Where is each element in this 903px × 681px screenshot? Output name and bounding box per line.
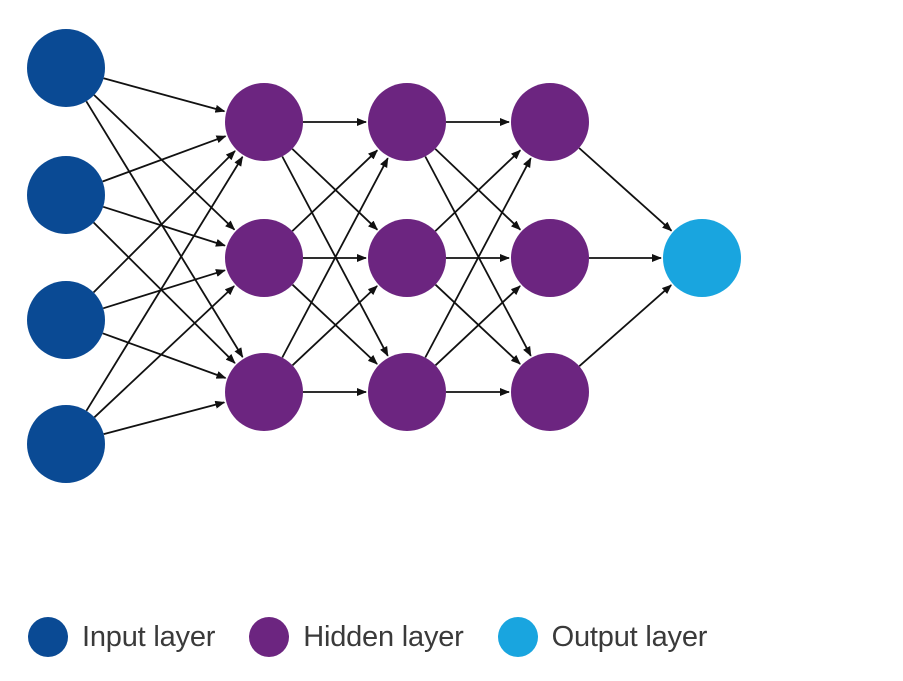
connection-l2-n2-to-l3-n1 — [434, 285, 521, 366]
connection-l0-n0-to-l1-n0 — [103, 77, 226, 113]
connection-l0-n0-to-l1-n2 — [85, 100, 244, 358]
connection-l2-n1-to-l3-n2 — [434, 284, 521, 365]
connection-l1-n2-to-l2-n1 — [291, 285, 378, 366]
input-neuron-l0-n2 — [27, 281, 105, 359]
connection-l0-n2-to-l1-n2 — [102, 332, 227, 379]
hidden-neuron-l1-n0 — [225, 83, 303, 161]
hidden-neuron-l3-n1 — [511, 219, 589, 297]
legend-label-input: Input layer — [82, 620, 216, 653]
legend-label-hidden: Hidden layer — [303, 620, 464, 653]
connection-l0-n3-to-l1-n1 — [93, 285, 235, 418]
output-neuron-l4-n0 — [663, 219, 741, 297]
connection-l0-n0-to-l1-n1 — [93, 94, 236, 231]
hidden-neuron-l2-n1 — [368, 219, 446, 297]
hidden-neuron-l2-n2 — [368, 353, 446, 431]
connection-l2-n2-to-l3-n0 — [424, 157, 532, 358]
input-neuron-l0-n3 — [27, 405, 105, 483]
legend-item-input: Input layer — [28, 617, 215, 657]
legend-item-hidden: Hidden layer — [249, 617, 464, 657]
connection-l0-n3-to-l1-n0 — [85, 156, 244, 412]
connection-l0-n2-to-l1-n0 — [92, 150, 236, 294]
connections — [85, 77, 673, 435]
connection-l1-n2-to-l2-n0 — [281, 157, 389, 358]
hidden-neuron-l1-n1 — [225, 219, 303, 297]
connection-l1-n1-to-l2-n2 — [291, 284, 378, 365]
connection-l3-n2-to-l4-n0 — [578, 284, 672, 367]
connection-l2-n1-to-l3-n0 — [434, 149, 522, 232]
connection-l0-n1-to-l1-n1 — [102, 205, 226, 247]
legend: Input layer Hidden layer Output layer — [28, 612, 741, 662]
connection-l1-n0-to-l2-n1 — [291, 148, 379, 231]
hidden-neuron-l2-n0 — [368, 83, 446, 161]
input-neuron-l0-n0 — [27, 29, 105, 107]
connection-l3-n0-to-l4-n0 — [578, 147, 673, 232]
connection-l0-n1-to-l1-n2 — [92, 221, 236, 364]
connection-l0-n2-to-l1-n1 — [102, 269, 226, 310]
input-layer-swatch — [28, 617, 68, 657]
output-layer-swatch — [497, 617, 538, 657]
legend-label-output: Output layer — [551, 620, 708, 653]
hidden-neuron-l1-n2 — [225, 353, 303, 431]
connection-l0-n3-to-l1-n2 — [103, 400, 226, 435]
connection-l0-n1-to-l1-n0 — [102, 135, 227, 183]
input-neuron-l0-n1 — [27, 156, 105, 234]
legend-item-output: Output layer — [497, 617, 708, 657]
connection-l2-n0-to-l3-n1 — [434, 148, 522, 231]
hidden-neuron-l3-n0 — [511, 83, 589, 161]
hidden-neuron-l3-n2 — [511, 353, 589, 431]
connection-l1-n1-to-l2-n0 — [291, 149, 379, 232]
neurons — [27, 29, 741, 483]
hidden-layer-swatch — [249, 617, 290, 657]
